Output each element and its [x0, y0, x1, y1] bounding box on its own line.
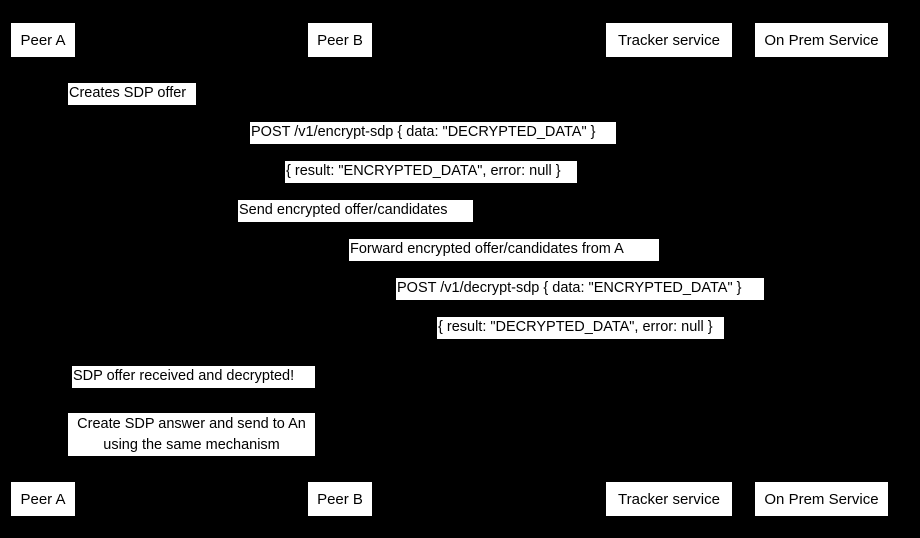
- participant-label: Tracker service: [618, 31, 720, 49]
- participant-label: Peer B: [317, 31, 363, 49]
- message-post-encrypt-sdp: POST /v1/encrypt-sdp { data: "DECRYPTED_…: [250, 122, 616, 144]
- arrow-creates-sdp-offer: [43, 106, 73, 107]
- participant-label: On Prem Service: [764, 490, 879, 508]
- participant-label: Peer A: [20, 490, 66, 508]
- arrow-forward-encrypted-offer: [340, 262, 668, 263]
- message-post-decrypt-sdp: POST /v1/decrypt-sdp { data: "ENCRYPTED_…: [396, 278, 764, 300]
- participant-peer-a-bottom[interactable]: Peer A: [10, 481, 76, 517]
- arrow-sdp-offer-received: [340, 389, 370, 390]
- arrow-post-decrypt-sdp: [340, 301, 821, 302]
- participant-on-prem-service-top[interactable]: On Prem Service: [754, 22, 889, 58]
- participant-peer-b-top[interactable]: Peer B: [307, 22, 373, 58]
- message-decrypt-sdp-result: { result: "DECRYPTED_DATA", error: null …: [437, 317, 724, 339]
- participant-on-prem-service-bottom[interactable]: On Prem Service: [754, 481, 889, 517]
- arrow-post-encrypt-sdp: [43, 145, 821, 146]
- arrow-decrypt-sdp-result: [340, 340, 821, 341]
- lifeline-peer-b: [340, 58, 341, 480]
- participant-label: Peer B: [317, 490, 363, 508]
- lifeline-tracker-service: [668, 58, 669, 480]
- participant-label: On Prem Service: [764, 31, 879, 49]
- message-encrypt-sdp-result: { result: "ENCRYPTED_DATA", error: null …: [285, 161, 577, 183]
- participant-label: Peer A: [20, 31, 66, 49]
- arrow-send-encrypted-offer: [43, 223, 668, 224]
- message-creates-sdp-offer: Creates SDP offer: [68, 83, 196, 105]
- participant-peer-a-top[interactable]: Peer A: [10, 22, 76, 58]
- message-forward-encrypted-offer: Forward encrypted offer/candidates from …: [349, 239, 659, 261]
- participant-tracker-service-bottom[interactable]: Tracker service: [605, 481, 733, 517]
- participant-label: Tracker service: [618, 490, 720, 508]
- message-create-sdp-answer: Create SDP answer and send to An using t…: [68, 413, 315, 456]
- arrow-encrypt-sdp-result: [43, 184, 821, 185]
- participant-peer-b-bottom[interactable]: Peer B: [307, 481, 373, 517]
- participant-tracker-service-top[interactable]: Tracker service: [605, 22, 733, 58]
- lifeline-on-prem-service: [821, 58, 822, 480]
- message-send-encrypted-offer: Send encrypted offer/candidates: [238, 200, 473, 222]
- lifeline-peer-a: [43, 58, 44, 480]
- message-sdp-offer-received: SDP offer received and decrypted!: [72, 366, 315, 388]
